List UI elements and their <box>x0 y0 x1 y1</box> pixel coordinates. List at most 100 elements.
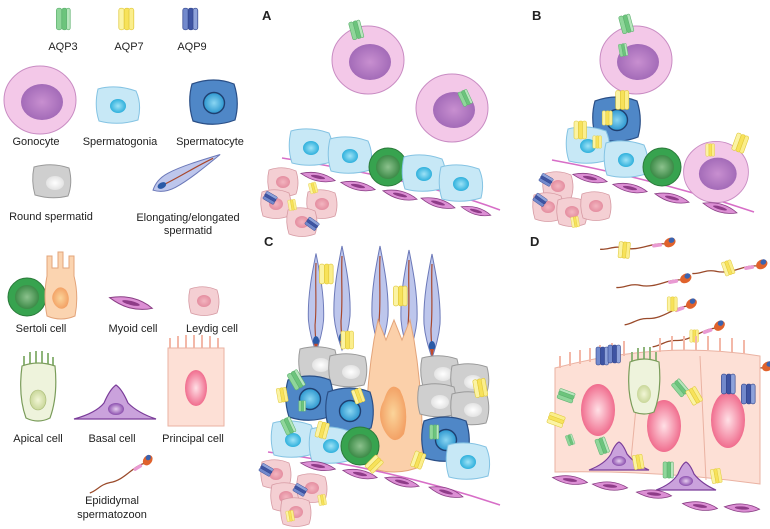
elongating-spermatid-icon <box>152 154 221 192</box>
epididymal-label-line1: Epididymal <box>85 495 139 507</box>
aqp3-channel <box>429 424 440 440</box>
aqp9-channel <box>607 344 621 364</box>
aqp7-channel <box>705 143 715 157</box>
myoid-cell-icon <box>107 292 155 314</box>
leydig-cell-icon <box>188 286 220 316</box>
leydig-cell <box>280 497 312 527</box>
panel-b: B <box>532 8 755 229</box>
spermatogonia-cell <box>445 442 491 480</box>
myoid-cell <box>571 170 609 186</box>
elongating-label-line2: spermatid <box>164 225 212 237</box>
apical-cell <box>628 347 661 415</box>
gonocyte-label: Gonocyte <box>12 136 59 148</box>
spermatogonia-icon <box>95 86 141 124</box>
sertoli-cell-icon <box>44 251 78 320</box>
aqp7-channel <box>340 330 354 350</box>
leydig-label: Leydig cell <box>186 323 238 335</box>
aqp9-channel <box>595 346 609 366</box>
sertoli-cell <box>368 147 408 187</box>
myoid-cell <box>611 180 649 196</box>
aqp3-label: AQP3 <box>48 41 77 53</box>
aqp7-label: AQP7 <box>114 41 143 53</box>
principal-cell-icon <box>167 335 225 427</box>
aqp7-channel <box>319 263 334 285</box>
myoid-cell <box>339 178 377 194</box>
sertoli-cell <box>365 318 423 473</box>
aqp7-channel <box>393 285 408 307</box>
principal-nucleus <box>711 392 745 448</box>
gonocyte-cell <box>415 73 489 143</box>
basal-cell <box>655 461 717 491</box>
elongating-label-line1: Elongating/elongated <box>136 212 239 224</box>
aqp9-icon <box>182 7 199 31</box>
sertoli-cell <box>642 147 682 187</box>
aqp3-channel <box>662 461 674 479</box>
aqp7-icon <box>118 7 135 31</box>
epididymal-spermatozoon-icon <box>87 450 158 502</box>
aqp7-channel <box>275 386 289 404</box>
basal-label: Basal cell <box>88 433 135 445</box>
gonocyte-cell <box>599 25 673 95</box>
principal-nucleus <box>647 400 681 452</box>
panel-d-label: D <box>530 234 539 249</box>
legend: AQP3 AQP7 AQP9 Gonocyte Spermatogonia Sp… <box>3 7 244 521</box>
panel-b-label: B <box>532 8 541 23</box>
aqp9-label: AQP9 <box>177 41 206 53</box>
spermatozoon <box>598 234 679 260</box>
elongated-spermatid <box>423 253 441 359</box>
aqp7-channel <box>709 467 723 485</box>
spermatozoon <box>615 270 695 298</box>
spermatogonia-cell <box>565 126 611 164</box>
leydig-cell <box>580 191 612 221</box>
aqp7-channel <box>720 259 736 277</box>
spermatogonia-cell <box>327 136 373 174</box>
aqp7-channel <box>472 377 489 399</box>
spermatogonia-cell <box>288 128 334 166</box>
panel-c-label: C <box>264 234 274 249</box>
round-spermatid-label: Round spermatid <box>9 211 93 223</box>
aqp7-channel <box>689 329 699 343</box>
panel-c: C <box>258 234 501 527</box>
apical-label: Apical cell <box>13 433 63 445</box>
principal-label: Principal cell <box>162 433 224 445</box>
aqp7-channel <box>573 120 587 140</box>
aqp7-channel <box>601 110 613 126</box>
gonocyte-icon <box>3 65 77 135</box>
spermatogonia-cell <box>603 140 649 178</box>
aqp7-channel <box>287 198 297 212</box>
spermatozoon <box>622 294 701 335</box>
aqp7-channel <box>317 493 327 507</box>
myoid-cell <box>681 499 719 513</box>
aqp7-channel <box>615 90 630 110</box>
aqp9-channel <box>741 383 756 405</box>
myoid-cell <box>551 473 589 487</box>
spermatocyte-label: Spermatocyte <box>176 136 244 148</box>
aqp7-channel <box>617 241 631 259</box>
basal-cell-icon <box>73 384 157 420</box>
panel-a: A <box>260 8 501 237</box>
spermatocyte-cell <box>325 387 374 433</box>
sertoli-label: Sertoli cell <box>16 323 67 335</box>
apical-cell-icon <box>20 351 57 422</box>
spermatogonia-label: Spermatogonia <box>83 136 158 148</box>
round-spermatid-cell <box>417 383 457 418</box>
aqp7-channel <box>285 509 295 523</box>
aqp3-icon <box>56 7 71 31</box>
myoid-cell <box>653 189 691 207</box>
myoid-cell <box>723 502 761 514</box>
aqp3-channel <box>298 400 306 412</box>
myoid-cell <box>591 479 629 493</box>
round-spermatid-icon <box>32 164 72 199</box>
round-spermatid-cell <box>328 353 368 388</box>
aqp9-channel <box>721 373 736 395</box>
aqp7-channel <box>570 215 580 229</box>
spermatogonia-cell <box>438 164 484 202</box>
myoid-label: Myoid cell <box>109 323 158 335</box>
panel-a-label: A <box>262 8 272 23</box>
gonocyte-cell <box>331 25 405 95</box>
sertoli-round-icon <box>7 277 47 317</box>
myoid-cell <box>299 169 337 185</box>
aqp7-channel <box>666 296 678 312</box>
epididymal-label-line2: spermatozoon <box>77 509 147 521</box>
